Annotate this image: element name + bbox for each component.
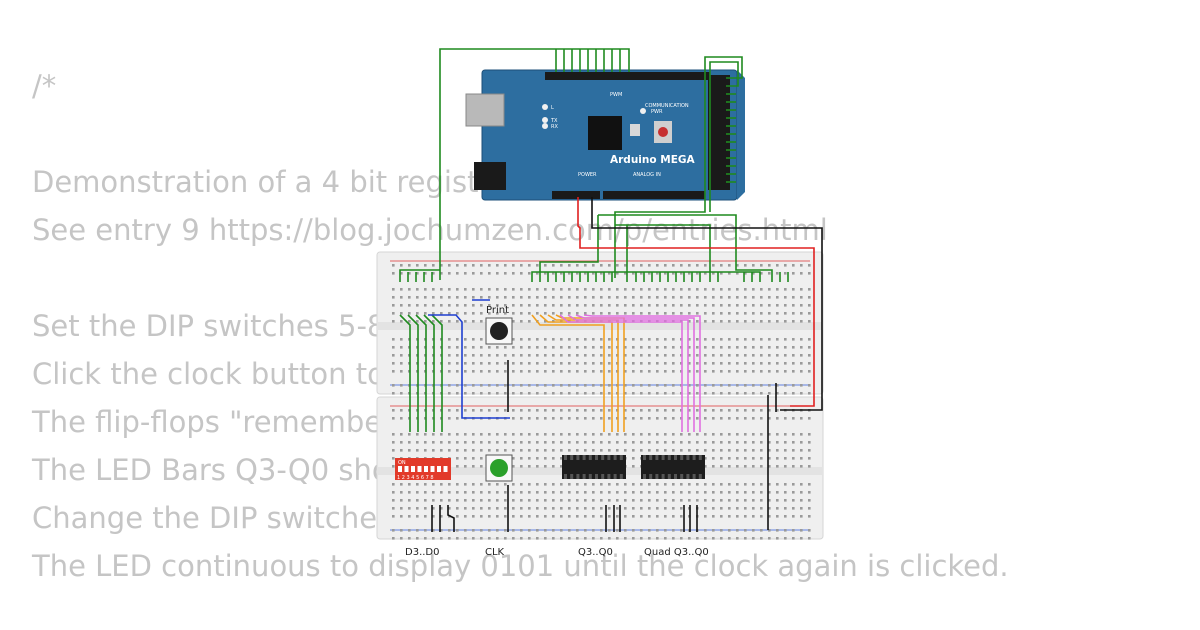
arduino-mega[interactable]: Arduino MEGA PWM COMMUNICATION POWER ANA… [465,69,745,201]
print-label: Print [486,305,509,316]
breadboard-holes [392,264,811,395]
quad-q3-q0-label: Quad Q3..Q0 [644,547,709,558]
led-bar-quad [641,455,705,479]
violet-wires [559,314,701,432]
blue-wire [428,314,510,419]
dip-switch[interactable]: ON 1 2 3 4 5 6 7 8 [395,458,451,481]
d3-d0-label: D3..D0 [405,547,439,558]
clock-button[interactable] [485,454,513,482]
dip-numbers: 1 2 3 4 5 6 7 8 [397,475,434,481]
communication-label: COMMUNICATION [645,103,689,109]
power-jack [474,162,506,190]
comment-line: The LED continuous to display 0101 until… [32,549,1009,583]
pwr-led-label: PWR [651,109,663,115]
mcu-chip [588,116,622,150]
board-name: Arduino MEGA [610,154,695,166]
comment-line: /* [32,69,57,103]
q3-q0-label: Q3..Q0 [578,547,613,558]
led-bar-q [562,455,626,479]
black-wire [591,197,823,411]
breadboard-top [376,251,824,395]
red-wire [577,197,815,407]
black-leads [431,485,698,532]
clk-label: CLK [485,547,505,558]
tx-led-label: TX [550,118,558,124]
analog-in-label: ANALOG IN [633,172,661,178]
usb-port [465,93,505,127]
comment-line: See entry 9 https://blog.jochumzen.com/p… [32,213,828,247]
print-button[interactable]: Print [485,305,513,345]
power-label: POWER [578,172,597,178]
green-wires [399,48,789,432]
l-led-label: L [551,105,554,111]
rx-led-label: RX [551,124,558,130]
dip-on-label: ON [398,460,406,466]
pwm-label: PWM [610,92,622,98]
